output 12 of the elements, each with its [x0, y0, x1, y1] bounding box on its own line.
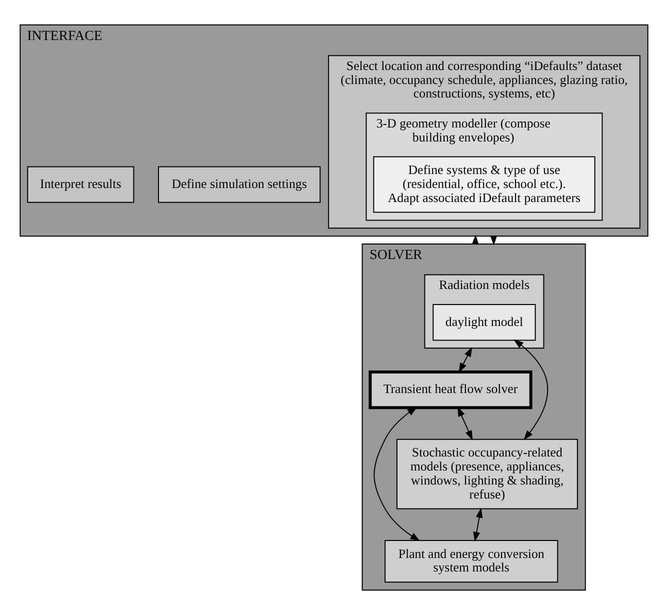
- arrow: [514, 339, 548, 440]
- arrow: [458, 346, 472, 373]
- node-box: daylight model: [432, 304, 536, 341]
- node-box: Define systems & type of use (residential, office, school etc.). Adapt associated iDefault parameters: [373, 156, 596, 213]
- node-box: Plant and energy conversion system models: [384, 540, 558, 583]
- node-box: Transient heat flow solver: [368, 370, 532, 410]
- node-box: Stochastic occupancy-related models (presence, appliances, windows, lighting & shading, refuse): [396, 438, 578, 510]
- node-box: Define simulation settings: [158, 166, 321, 203]
- arrow: [374, 406, 420, 542]
- arrow: [473, 508, 483, 542]
- arrow: [458, 406, 473, 440]
- node-box: Interpret results: [27, 166, 134, 203]
